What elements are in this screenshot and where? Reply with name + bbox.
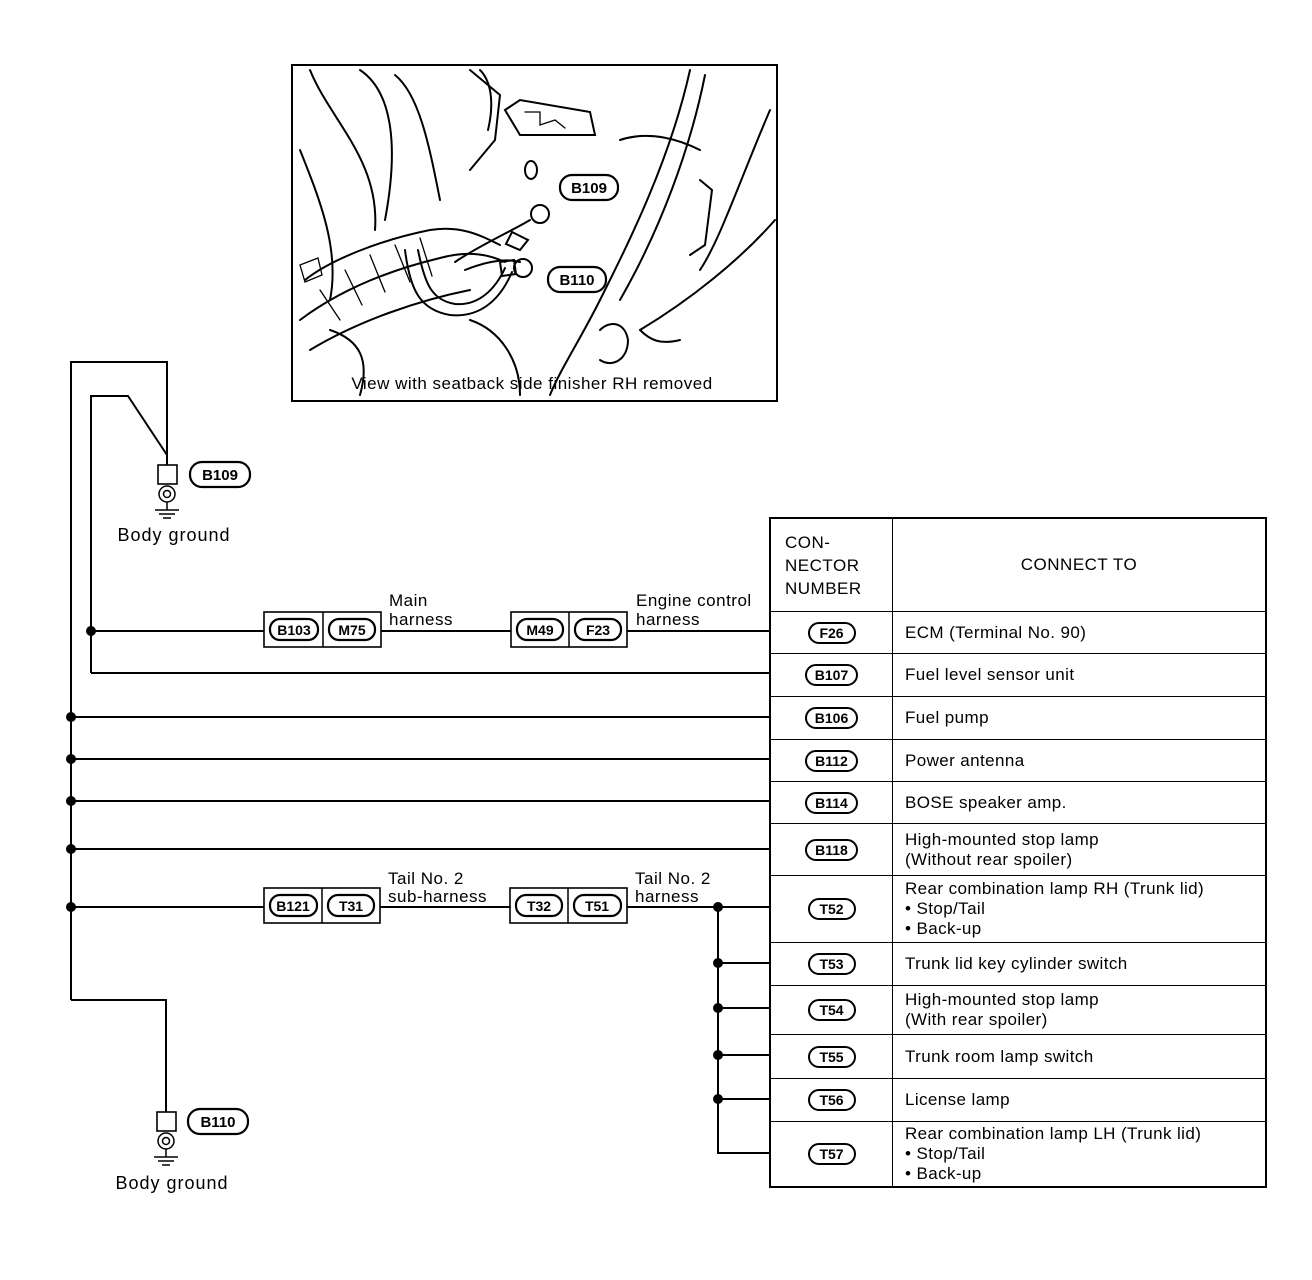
connector-b114: B114 [805,791,858,814]
ground-b110: B110 Body ground [115,1107,250,1193]
tail-harness-label-1: Tail No. 2 [635,869,711,888]
header-connect-to: CONNECT TO [892,517,1267,612]
row-desc: • Back-up [905,1163,982,1183]
table-row: B106 Fuel pump [769,696,1267,740]
connector-b107: B107 [804,664,859,686]
connector-b121: B121 [276,898,310,914]
table-row: T57 Rear combination lamp LH (Trunk lid)… [769,1121,1267,1187]
table-row: T52 Rear combination lamp RH (Trunk lid)… [769,875,1267,943]
connector-m75: M75 [338,622,365,638]
main-harness-label-1: Main [389,591,428,610]
row-desc: Rear combination lamp RH (Trunk lid) [905,879,1205,898]
row-desc: Fuel pump [905,708,989,727]
row-desc: • Stop/Tail [905,899,986,918]
row-desc: Rear combination lamp LH (Trunk lid) [905,1123,1202,1143]
row-desc: BOSE speaker amp. [905,792,1067,812]
inline-connector-main: B103 M75 M49 F23 Main harness Engine con… [263,591,752,648]
table-row: T55 Trunk room lamp switch [769,1034,1267,1079]
row-desc: • Back-up [905,919,982,938]
main-harness-label-2: harness [389,610,453,629]
row-desc: Trunk room lamp switch [905,1046,1094,1066]
table-row: T53 Trunk lid key cylinder switch [769,942,1267,986]
row-desc: High-mounted stop lamp [905,829,1100,849]
table-row: B112 Power antenna [769,739,1267,782]
row-desc: License lamp [905,1090,1010,1109]
table-row: T56 License lamp [769,1078,1267,1122]
header-number-line-3: NUMBER [785,578,862,598]
connector-t31: T31 [339,898,363,914]
header-number-line-1: CON- [785,532,831,552]
row-desc: (With rear spoiler) [905,1010,1048,1029]
illus-badge-b109: B109 [571,180,607,197]
connector-b103: B103 [277,622,311,638]
connector-t52: T52 [807,898,856,920]
connector-b106: B106 [804,707,859,729]
ground-b110-connector: B110 [200,1114,235,1131]
table-row: B118 High-mounted stop lamp (Without rea… [769,823,1267,876]
seatback-illustration: B109 B110 View with seatback side finish… [291,64,778,402]
ground-b109-connector: B109 [202,467,238,484]
row-desc: Trunk lid key cylinder switch [905,954,1128,973]
connector-t56: T56 [807,1089,856,1111]
connector-t57: T57 [807,1142,856,1165]
inline-connector-tail: B121 T31 T32 T51 Tail No. 2 sub-harness … [263,869,711,924]
connector-f23: F23 [586,622,610,638]
engine-harness-label-2: harness [636,610,700,629]
row-desc: ECM (Terminal No. 90) [905,622,1087,642]
ground-b110-label: Body ground [115,1173,228,1193]
ground-b109: B109 Body ground [117,460,252,545]
table-header-row: CON- NECTOR NUMBER CONNECT TO [769,517,1267,612]
connector-f26: F26 [807,621,856,644]
connector-t51: T51 [585,898,609,914]
wiring-lines [66,361,771,1154]
table-row: T54 High-mounted stop lamp (With rear sp… [769,985,1267,1035]
row-desc: Fuel level sensor unit [905,665,1075,684]
connector-table: CON- NECTOR NUMBER CONNECT TO F26 ECM (T… [769,517,1267,1188]
row-desc: (Without rear spoiler) [905,849,1073,869]
connector-t32: T32 [527,898,551,914]
table-row: B114 BOSE speaker amp. [769,781,1267,824]
connector-m49: M49 [526,622,553,638]
illustration-caption: View with seatback side finisher RH remo… [351,374,712,393]
connector-b112: B112 [805,749,858,772]
row-desc: • Stop/Tail [905,1143,986,1163]
connector-t53: T53 [807,953,856,975]
table-row: B107 Fuel level sensor unit [769,653,1267,697]
row-desc: Power antenna [905,750,1025,770]
row-desc: High-mounted stop lamp [905,990,1100,1009]
connector-b118: B118 [805,838,858,861]
connector-t55: T55 [807,1045,856,1068]
tail-subharness-label-1: Tail No. 2 [388,869,464,888]
header-number-line-2: NECTOR [785,555,860,575]
table-row: F26 ECM (Terminal No. 90) [769,611,1267,654]
header-connector-number: CON- NECTOR NUMBER [769,517,893,612]
tail-harness-label-2: harness [635,887,699,906]
tail-subharness-label-2: sub-harness [388,887,487,906]
ground-b109-label: Body ground [117,525,230,545]
illus-badge-b110: B110 [559,272,594,289]
engine-harness-label-1: Engine control [636,591,752,610]
connector-t54: T54 [807,999,856,1021]
